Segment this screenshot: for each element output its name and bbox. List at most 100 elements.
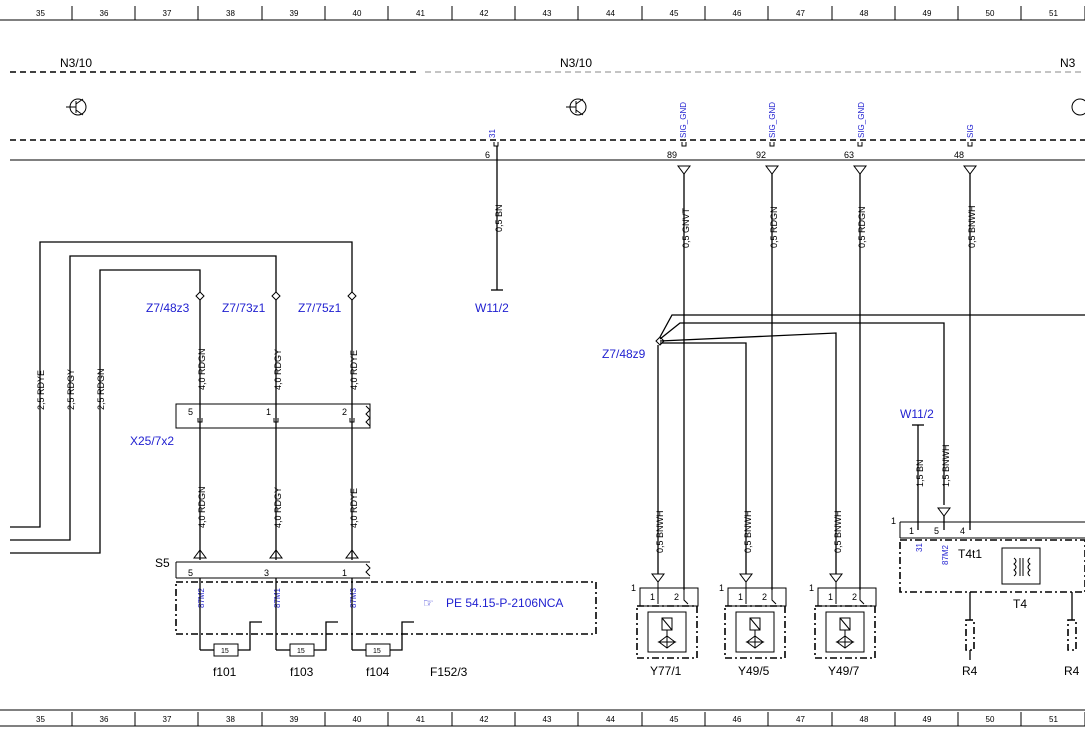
svg-text:SIG_GND: SIG_GND: [679, 102, 688, 138]
ruler-number: 39: [290, 715, 299, 724]
svg-text:T4: T4: [1013, 597, 1027, 611]
ruler-number: 44: [606, 715, 615, 724]
splice-label: Z7/73z1: [222, 301, 266, 315]
splice-label: Z7/48z9: [602, 347, 646, 361]
fuse-block-label: F152/3: [430, 665, 468, 679]
arrow-up-icon: [193, 549, 207, 559]
fuse-label: f104: [366, 665, 390, 679]
wire-label: 4,0 RDGY: [273, 487, 283, 528]
ruler-number: 49: [923, 9, 932, 18]
arrow-down-icon: [651, 573, 665, 583]
ruler-number: 50: [986, 715, 995, 724]
solenoid-valve-icon: [825, 611, 865, 653]
ruler-number: 44: [606, 9, 615, 18]
svg-text:1: 1: [650, 592, 655, 602]
wire-label: 2,5 RDYE: [36, 370, 46, 410]
arrow-down-icon: [853, 165, 867, 175]
svg-text:6: 6: [485, 150, 490, 160]
wire-rdye: [10, 241, 353, 528]
reference-link[interactable]: ☞ PE 54.15-P-2106NCA: [423, 596, 563, 610]
fuse-f101: 15 f101: [213, 621, 262, 679]
valve-label: Y77/1: [650, 664, 682, 678]
wire-label: 2,5 RDGY: [66, 369, 76, 410]
wire-label: 0,5 BNWH: [833, 510, 843, 553]
wire-label: 0,5 BN: [494, 204, 504, 232]
arrow-up-icon: [269, 549, 283, 559]
svg-text:1: 1: [342, 568, 347, 578]
wire-label: 4,0 RDGN: [197, 348, 207, 390]
fuse-label: f101: [213, 665, 237, 679]
connector-s5: S5 5 3 1 87M2 87M1 87M3: [155, 556, 371, 608]
pin-92: SIG_GND 92: [756, 102, 777, 160]
svg-text:87M2: 87M2: [941, 544, 950, 565]
ruler-number: 36: [100, 9, 109, 18]
connector-x25-7x2: 5 1 2 X25/7x2: [130, 403, 371, 448]
svg-text:1: 1: [909, 526, 914, 536]
wire-label: 4,0 RDYE: [349, 350, 359, 390]
pin-48: SIG 48: [954, 124, 975, 160]
svg-text:31: 31: [915, 543, 924, 552]
splice-z7-75z1: [347, 291, 357, 301]
ruler-number: 49: [923, 715, 932, 724]
wire-rdgn: [10, 269, 201, 554]
ruler-number: 46: [733, 9, 742, 18]
ruler-number: 48: [860, 715, 869, 724]
svg-text:15: 15: [221, 648, 229, 655]
ruler-number: 37: [163, 715, 172, 724]
svg-text:5: 5: [934, 526, 939, 536]
svg-text:87M1: 87M1: [273, 587, 282, 608]
svg-text:2: 2: [674, 592, 679, 602]
ruler-number: 38: [226, 9, 235, 18]
ruler-number: 46: [733, 715, 742, 724]
svg-text:PE 54.15-P-2106NCA: PE 54.15-P-2106NCA: [446, 596, 563, 610]
arrow-down-icon: [739, 573, 753, 583]
valve-label: Y49/5: [738, 664, 770, 678]
pin-89: SIG_GND 89: [667, 102, 688, 160]
ruler-number: 35: [36, 9, 45, 18]
valve-label: Y49/7: [828, 664, 860, 678]
wire-label: 2,5 RDGN: [96, 368, 106, 410]
ruler-number: 43: [543, 9, 552, 18]
transformer-icon: [1013, 557, 1031, 577]
valve-y49-7: 1 1 2 Y49/7: [809, 582, 877, 678]
svg-text:2: 2: [342, 407, 347, 417]
svg-text:1: 1: [719, 583, 724, 593]
ruler-number: 42: [480, 715, 489, 724]
fuse-box-f152-3: [175, 581, 597, 635]
hand-pointer-icon: ☞: [423, 596, 434, 610]
svg-text:89: 89: [667, 150, 677, 160]
solenoid-valve-icon: [647, 611, 687, 653]
svg-text:1: 1: [631, 583, 636, 593]
ruler-number: 47: [796, 9, 805, 18]
ruler-number: 41: [416, 715, 425, 724]
ruler-number: 51: [1049, 9, 1058, 18]
ruler-number: 39: [290, 9, 299, 18]
svg-text:4: 4: [960, 526, 965, 536]
svg-text:2: 2: [852, 592, 857, 602]
module-label-n3-right: N3: [1060, 56, 1076, 70]
ruler-number: 50: [986, 9, 995, 18]
arrow-down-icon: [963, 165, 977, 175]
svg-text:87M3: 87M3: [349, 587, 358, 608]
fuse-label: f103: [290, 665, 314, 679]
ruler-number: 40: [353, 715, 362, 724]
svg-text:87M2: 87M2: [197, 587, 206, 608]
ruler-number: 47: [796, 715, 805, 724]
pin-6: 31 6: [485, 129, 499, 160]
arrow-down-icon: [937, 507, 951, 517]
ruler-number: 45: [670, 9, 679, 18]
transistor-icon: [66, 98, 87, 116]
svg-text:R4: R4: [1064, 664, 1080, 678]
ruler-number: 42: [480, 9, 489, 18]
svg-text:5: 5: [188, 568, 193, 578]
ruler-number: 40: [353, 9, 362, 18]
ruler-number: 35: [36, 715, 45, 724]
wire-label: 4,0 RDGN: [197, 486, 207, 528]
wire-rdgy: [10, 255, 277, 541]
ruler-number: 43: [543, 715, 552, 724]
svg-text:3: 3: [264, 568, 269, 578]
svg-text:R4: R4: [962, 664, 978, 678]
